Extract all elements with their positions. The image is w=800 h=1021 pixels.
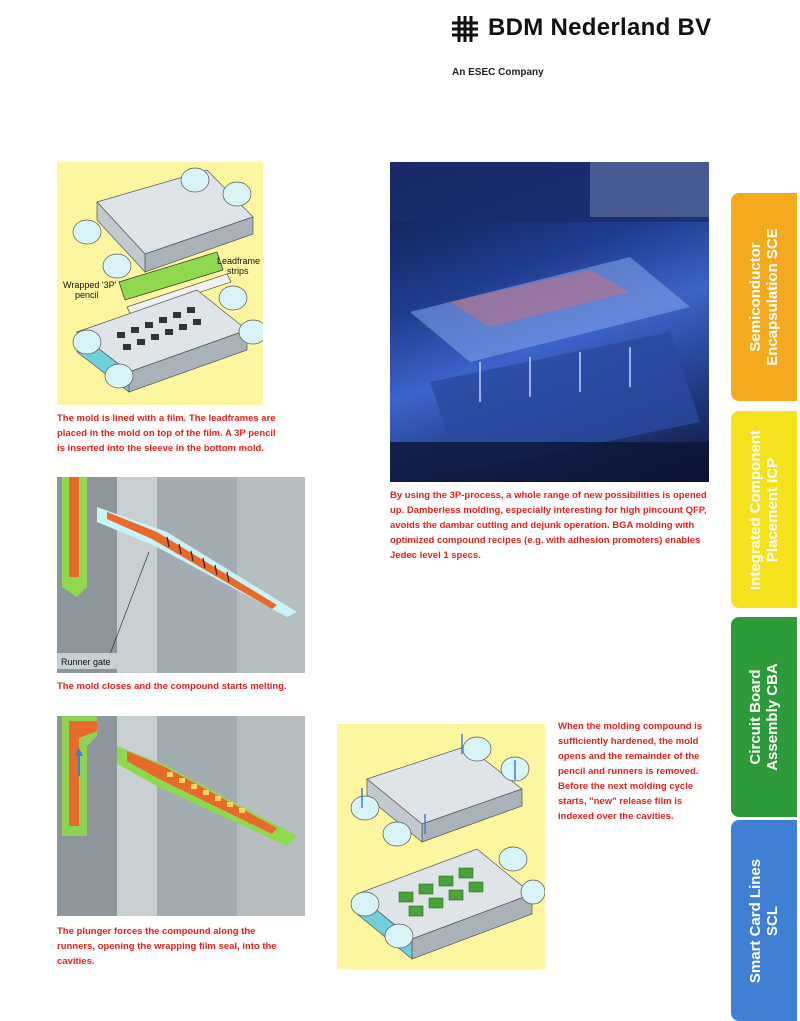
machine-photo <box>390 162 709 482</box>
mold-open-caption: When the molding compound is sufficientl… <box>558 721 703 822</box>
mold-film-figure: Wrapped '3P' pencil Leadframe strips <box>57 162 263 405</box>
mold-close-caption: The mold closes and the compound starts … <box>57 681 287 692</box>
film-label: Wrapped '3P' <box>63 280 117 290</box>
film-label-2: pencil <box>75 290 99 300</box>
company-tagline: An ESEC Company <box>452 67 544 78</box>
tab-cba-line2: Assembly CBA <box>764 663 781 771</box>
tab-scl-line1: Smart Card Lines <box>747 858 764 983</box>
runner-gate-label: Runner gate <box>61 657 111 667</box>
tab-scl-line2: SCL <box>764 905 781 936</box>
mold-film-caption: The mold is lined with a film. The leadf… <box>57 413 276 454</box>
company-name: BDM Nederland BV <box>488 14 712 41</box>
photo-caption: By using the 3P-process, a whole range o… <box>390 490 707 561</box>
tab-sce-line2: Encapsulation SCE <box>764 228 781 366</box>
strips-label-2: strips <box>227 266 249 276</box>
tab-cba-line1: Circuit Board <box>747 669 764 765</box>
plunger-caption: The plunger forces the compound along th… <box>57 926 277 967</box>
tab-sce-line1: Semiconductor <box>747 242 764 352</box>
mold-open-figure <box>337 724 545 969</box>
strips-label: Leadframe <box>217 256 260 266</box>
hash-logo-icon <box>452 16 478 42</box>
plunger-figure <box>57 716 305 916</box>
tab-icp-line2: Placement ICP <box>764 457 781 562</box>
mold-close-figure: Runner gate <box>57 477 305 673</box>
tab-icp-line1: Integrated Component <box>747 429 764 590</box>
